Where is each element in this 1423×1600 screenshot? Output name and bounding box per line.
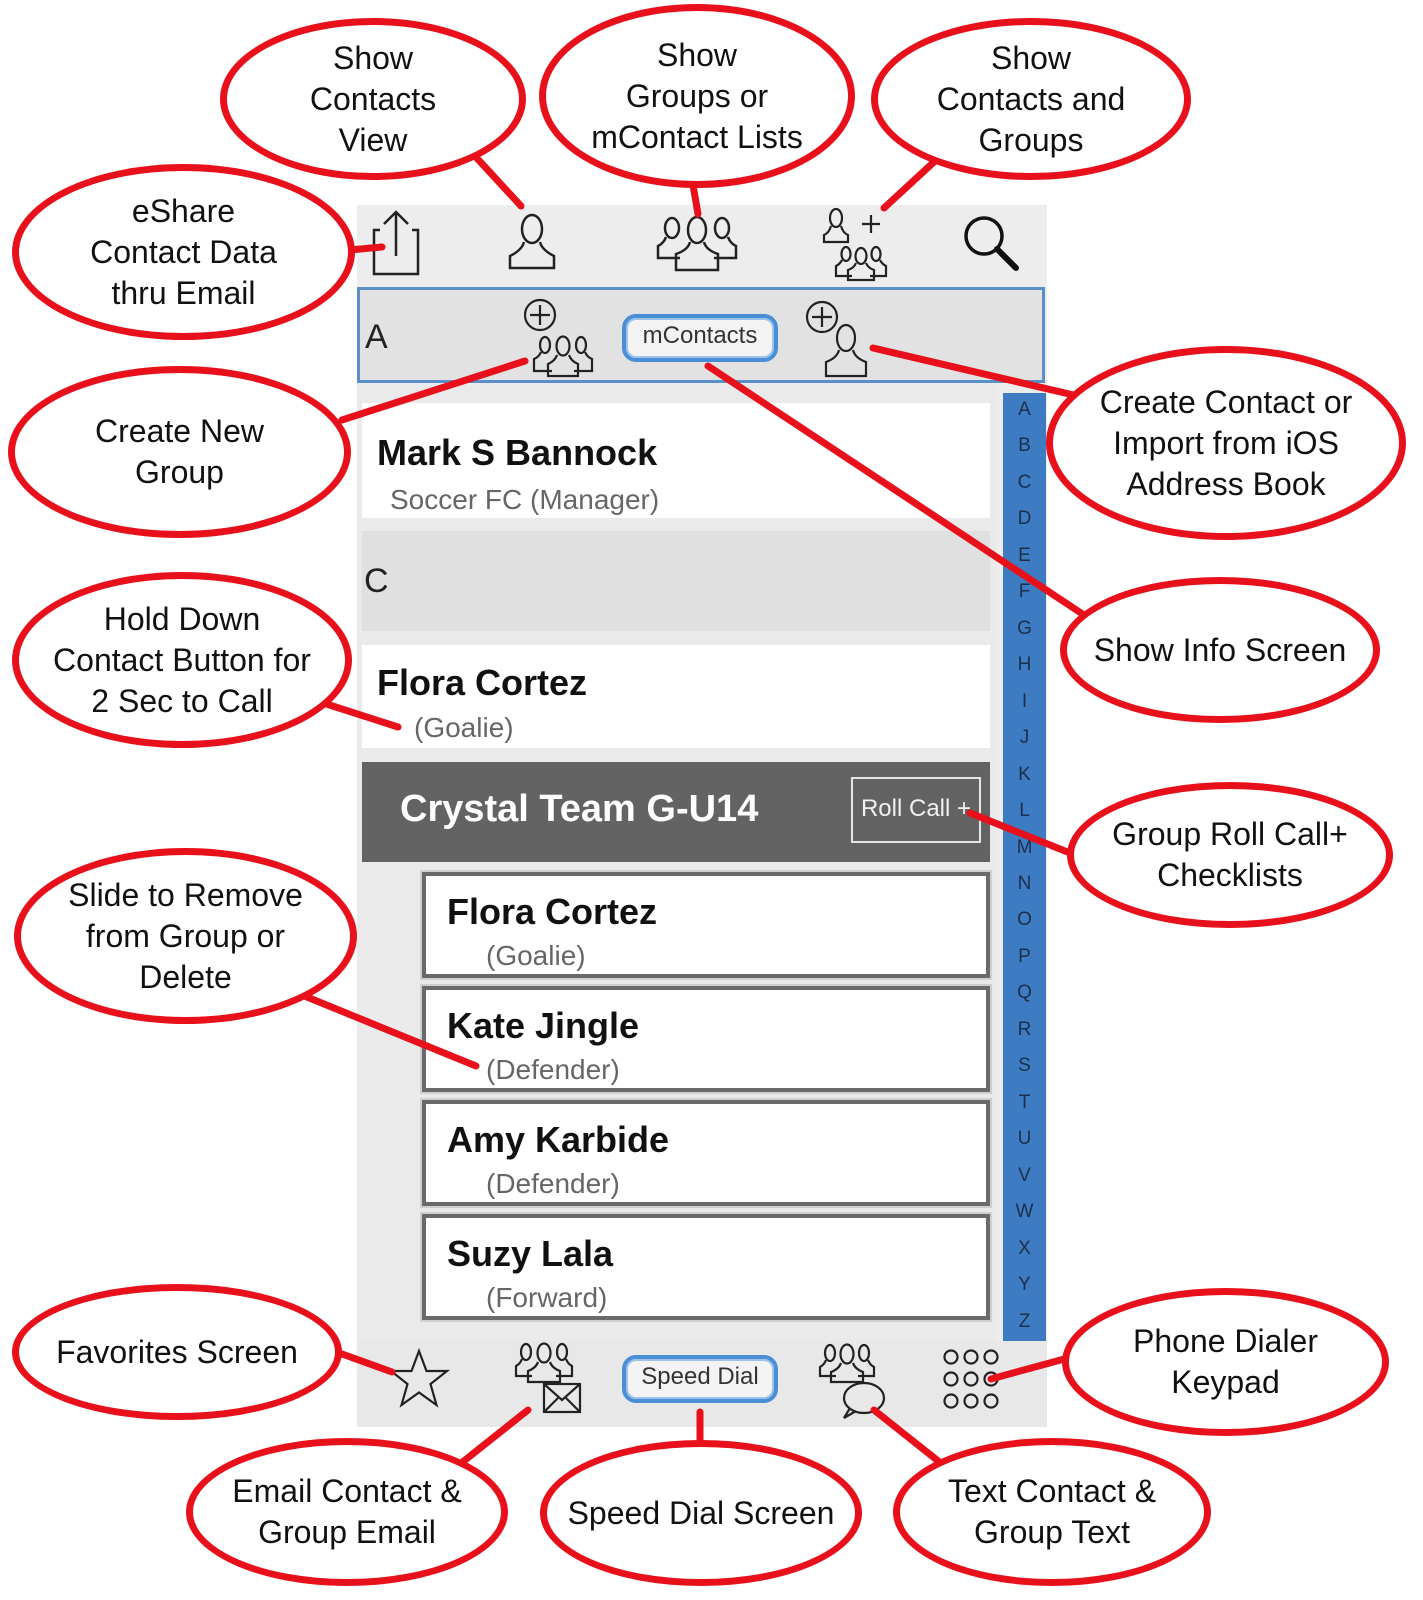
index-letter-z[interactable]: Z (1018, 1310, 1031, 1332)
callout-create-contact: Create Contact or Import from iOS Addres… (1046, 346, 1406, 540)
member-name: Suzy Lala (447, 1233, 614, 1274)
member-name: Flora Cortez (447, 891, 658, 932)
member-detail: (Defender) (486, 1054, 620, 1085)
index-letter-q[interactable]: Q (1017, 982, 1032, 1004)
contact-row[interactable] (362, 645, 990, 748)
index-letter-t[interactable]: T (1018, 1091, 1031, 1113)
index-letter-w[interactable]: W (1015, 1201, 1034, 1223)
index-letter-u[interactable]: U (1017, 1128, 1032, 1150)
callout-speed-dial-screen: Speed Dial Screen (540, 1440, 862, 1586)
callout-hold-down: Hold Down Contact Button for 2 Sec to Ca… (12, 572, 352, 748)
group-text-icon[interactable] (818, 1340, 888, 1420)
index-letter-m[interactable]: M (1016, 836, 1033, 858)
callout-group-rollcall: Group Roll Call+ Checklists (1067, 782, 1393, 928)
callout-eshare: eShare Contact Data thru Email (12, 164, 355, 340)
section-letter-a: A (365, 318, 388, 356)
contact-detail: Soccer FC (Manager) (390, 484, 660, 515)
group-email-icon[interactable] (514, 1338, 584, 1418)
member-name: Kate Jingle (447, 1005, 640, 1046)
group-member-row[interactable] (420, 1098, 992, 1208)
callout-show-info: Show Info Screen (1060, 577, 1380, 723)
contact-detail: (Goalie) (414, 712, 514, 743)
callout-text-contact: Text Contact & Group Text (893, 1438, 1211, 1586)
member-name: Amy Karbide (447, 1119, 670, 1160)
index-letter-p[interactable]: P (1018, 945, 1031, 967)
section-letter-c: C (364, 562, 389, 600)
group-title: Crystal Team G-U14 (400, 788, 759, 830)
index-letter-s[interactable]: S (1018, 1055, 1031, 1077)
person-plus-group-icon[interactable] (822, 206, 890, 282)
roll-call-button[interactable]: Roll Call + (851, 777, 981, 843)
callout-create-group: Create New Group (8, 366, 351, 538)
star-icon[interactable] (388, 1348, 450, 1410)
callout-slide-remove: Slide to Remove from Group or Delete (14, 848, 357, 1024)
mcontacts-button[interactable]: mContacts (622, 314, 778, 362)
index-letter-k[interactable]: K (1018, 763, 1031, 785)
index-letter-y[interactable]: Y (1018, 1274, 1031, 1296)
section-header-c (362, 531, 990, 631)
index-letter-c[interactable]: C (1017, 471, 1032, 493)
member-detail: (Goalie) (486, 940, 586, 971)
index-letter-d[interactable]: D (1017, 508, 1032, 530)
index-letter-h[interactable]: H (1017, 654, 1032, 676)
callout-favorites: Favorites Screen (12, 1284, 342, 1420)
index-letter-v[interactable]: V (1018, 1164, 1031, 1186)
index-letter-i[interactable]: I (1021, 690, 1028, 712)
callout-show-contacts-groups: Show Contacts and Groups (871, 18, 1191, 180)
callout-email-contact: Email Contact & Group Email (186, 1438, 508, 1586)
index-letter-r[interactable]: R (1017, 1018, 1032, 1040)
group-member-row[interactable] (420, 984, 992, 1094)
person-icon[interactable] (506, 212, 558, 272)
contact-name: Mark S Bannock (377, 432, 658, 473)
index-letter-n[interactable]: N (1017, 873, 1032, 894)
index-letter-g[interactable]: G (1017, 617, 1032, 639)
create-group-icon[interactable] (524, 298, 594, 378)
member-detail: (Forward) (486, 1282, 608, 1313)
index-letter-b[interactable]: B (1018, 435, 1031, 457)
create-contact-icon[interactable] (804, 300, 874, 378)
search-icon[interactable] (962, 214, 1020, 272)
member-detail: (Defender) (486, 1168, 620, 1199)
index-letter-l[interactable]: L (1019, 800, 1030, 822)
speed-dial-button[interactable]: Speed Dial (622, 1355, 778, 1403)
group-icon[interactable] (656, 210, 738, 274)
index-letter-x[interactable]: X (1018, 1237, 1031, 1259)
callout-show-contacts-view: Show Contacts View (220, 18, 526, 180)
index-letter-a[interactable]: A (1018, 399, 1031, 420)
contact-name: Flora Cortez (377, 662, 588, 703)
callout-phone-dialer: Phone Dialer Keypad (1062, 1288, 1389, 1436)
share-icon[interactable] (372, 208, 422, 278)
callout-show-groups: Show Groups or mContact Lists (539, 4, 855, 188)
contact-row[interactable] (362, 403, 990, 518)
index-letter-j[interactable]: J (1019, 727, 1030, 749)
index-letter-e[interactable]: E (1018, 544, 1031, 566)
group-member-row[interactable] (420, 1212, 992, 1322)
index-letter-f[interactable]: F (1018, 581, 1031, 603)
keypad-icon[interactable] (942, 1348, 1000, 1410)
group-member-row[interactable] (420, 870, 992, 980)
index-letter-o[interactable]: O (1017, 909, 1032, 931)
